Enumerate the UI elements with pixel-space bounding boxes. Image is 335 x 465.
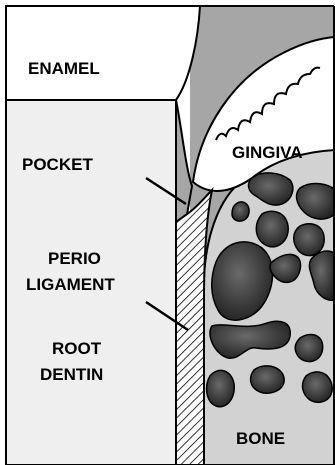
pocket <box>176 100 192 230</box>
root-dentin-label-line2: DENTIN <box>40 365 103 384</box>
root-dentin-label-line1: ROOT <box>52 339 102 358</box>
pocket-label: POCKET <box>22 155 93 174</box>
gingiva-label: GINGIVA <box>232 143 303 162</box>
perio-ligament-label-line2: LIGAMENT <box>26 275 115 294</box>
bone-label: BONE <box>236 429 285 448</box>
perio-ligament-label-line1: PERIO <box>48 249 101 268</box>
enamel-crown <box>6 6 200 100</box>
enamel-label: ENAMEL <box>28 59 100 78</box>
